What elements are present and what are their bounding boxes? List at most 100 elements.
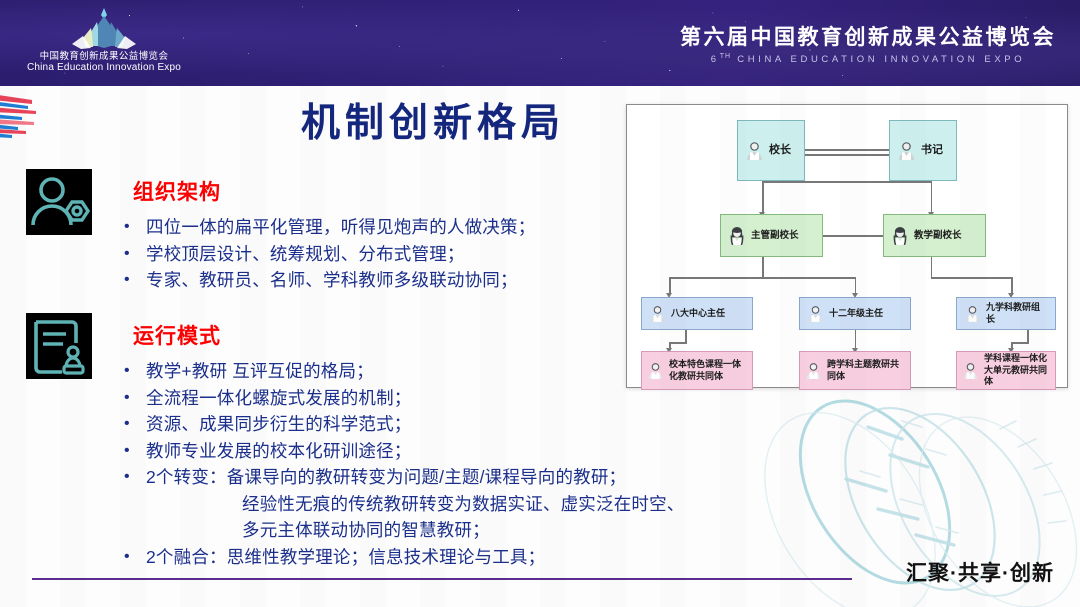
page-title: 机制创新格局 [300, 102, 565, 145]
list-item: • 教学+教研 互评互促的格局； [124, 358, 724, 385]
bullet-text: 教学+教研 互评互促的格局； [146, 361, 374, 381]
bullet-text: 经验性无痕的传统教研转变为数据实证、虚实泛在时空、 [242, 493, 685, 514]
expo-title-en: 6TH CHINA EDUCATION INNOVATION EXPO [680, 50, 1056, 67]
connector-subject-down-a [1027, 330, 1029, 343]
bullet-marker: • [124, 468, 130, 485]
avatar-male-icon [806, 363, 821, 379]
org-node-cross-subject-community[interactable]: 跨学科主题教研共同体 [799, 351, 911, 390]
document-person-icon [26, 313, 92, 379]
expo-title: 第六届中国教育创新成果公益博览会 6TH CHINA EDUCATION INN… [680, 26, 1056, 67]
section-heading-organization: 组织架构 [133, 181, 221, 204]
bullet-list-operating-mode: • 教学+教研 互评互促的格局； • 全流程一体化螺旋式发展的机制； • 资源、… [124, 358, 724, 570]
avatar-male-icon [963, 363, 978, 379]
org-node-center-director[interactable]: 八大中心主任 [641, 297, 753, 330]
org-node-label: 主管副校长 [751, 229, 799, 241]
list-item-continuation: 多元主体联动协同的智慧教研； [124, 517, 724, 544]
avatar-male-icon [648, 363, 663, 379]
bottom-divider [32, 577, 852, 580]
arrow-to-school-course-community [666, 348, 672, 353]
org-chart: 校长 书记 [626, 104, 1068, 390]
bullet-marker: • [124, 388, 130, 406]
expo-title-en-text: CHINA EDUCATION INNOVATION EXPO [737, 54, 1026, 66]
org-node-label: 八大中心主任 [671, 307, 726, 318]
org-node-label: 书记 [921, 143, 943, 156]
bullet-text: 学校顶层设计、统筹规划、分布式管理； [146, 243, 465, 264]
list-item: • 2个融合：思维性教学理论；信息技术理论与工具； [124, 544, 724, 571]
org-node-label: 教学副校长 [914, 229, 962, 241]
footer-slogan: 汇聚·共享·创新 [906, 562, 1054, 585]
bullet-marker: • [124, 244, 130, 262]
avatar-male-icon [650, 306, 665, 322]
org-node-subject-leader[interactable]: 九学科教研组长 [956, 297, 1056, 330]
connector-execvp-down [762, 257, 764, 279]
expo-logo: 中国教育创新成果公益博览会 China Education Innovation… [14, 4, 194, 84]
bullet-marker: • [124, 271, 130, 288]
org-chart-canvas: 校长 书记 [627, 105, 1067, 390]
connector-level2-bus-left [669, 277, 856, 279]
bullet-text: 专家、教研员、名师、学科教师多级联动协同； [146, 270, 518, 290]
bullet-text: 四位一体的扁平化管理，听得见炮声的人做决策； [146, 217, 536, 237]
connector-to-center-director [669, 277, 671, 295]
connector-center-down-a [685, 330, 687, 343]
starfield-decoration [0, 0, 1080, 86]
org-node-school-course-community[interactable]: 校本特色课程一体化教研共同体 [641, 351, 753, 390]
org-node-label: 校长 [769, 143, 791, 156]
list-item: • 专家、教研员、名师、学科教师多级联动协同； [124, 267, 644, 294]
arrow-to-grade-director [851, 293, 858, 298]
org-node-secretary[interactable]: 书记 [889, 120, 957, 181]
list-item: • 四位一体的扁平化管理，听得见炮声的人做决策； [124, 214, 644, 241]
expo-title-cn: 第六届中国教育创新成果公益博览会 [680, 26, 1056, 49]
list-item-continuation: 经验性无痕的传统教研转变为数据实证、虚实泛在时空、 [124, 491, 724, 518]
org-node-exec-vp[interactable]: 主管副校长 [720, 214, 823, 257]
bullet-marker: • [124, 441, 130, 459]
bullet-marker: • [124, 415, 130, 432]
connector-to-subject-leader [1011, 277, 1013, 295]
connector-teachingvp-down [930, 257, 932, 277]
org-node-grade-director[interactable]: 十二年级主任 [799, 297, 911, 330]
connector-grade-down [854, 330, 856, 350]
list-item: • 学校顶层设计、统筹规划、分布式管理； [124, 241, 644, 268]
bullet-text: 全流程一体化螺旋式发展的机制； [146, 387, 412, 408]
avatar-male-icon [808, 306, 823, 322]
connector-center-jog [669, 342, 687, 344]
bullet-marker: • [124, 218, 130, 235]
org-node-teaching-vp[interactable]: 教学副校长 [883, 214, 986, 257]
ring-decoration-icon [750, 387, 1080, 607]
slide-header: 中国教育创新成果公益博览会 China Education Innovation… [0, 0, 1080, 86]
connector-execvp-teachingvp [823, 235, 883, 237]
avatar-male-icon [899, 142, 914, 160]
expo-logo-en: China Education Innovation Expo [26, 62, 182, 73]
arrow-to-center-director [666, 293, 672, 298]
org-node-label: 跨学科主题教研共同体 [827, 359, 900, 381]
org-node-principal[interactable]: 校长 [737, 120, 805, 181]
bullet-text: 多元主体联动协同的智慧教研； [242, 520, 490, 540]
bullet-list-organization: • 四位一体的扁平化管理，听得见炮声的人做决策； • 学校顶层设计、统筹规划、分… [124, 214, 644, 294]
arrow-to-cross-subject-community [851, 348, 858, 353]
org-node-subject-unit-community[interactable]: 学科课程一体化大单元教研共同体 [956, 351, 1056, 390]
connector-level1-bus [762, 181, 932, 183]
connector-center-down-b [669, 342, 671, 350]
bullet-marker: • [124, 362, 130, 379]
ribbon-decoration-icon [0, 88, 48, 158]
arrow-to-subject-leader [1008, 293, 1014, 298]
org-node-label: 九学科教研组长 [986, 302, 1041, 324]
bullet-text: 2个融合：思维性教学理论；信息技术理论与工具； [146, 546, 546, 567]
list-item: • 资源、成果同步衍生的科学范式； [124, 411, 724, 438]
org-node-label: 校本特色课程一体化教研共同体 [669, 359, 742, 381]
arrow-to-subject-unit-community [1008, 348, 1014, 353]
expo-title-en-sup: TH [719, 53, 732, 60]
avatar-female-icon [893, 226, 907, 245]
avatar-female-icon [730, 226, 744, 245]
avatar-male-icon [747, 142, 762, 160]
bullet-text: 教师专业发展的校本化研训途径； [146, 440, 412, 461]
connector-secretary-down [930, 181, 932, 214]
person-gear-icon [26, 169, 92, 235]
connector-principal-secretary-a [805, 149, 889, 151]
list-item: • 2个转变：备课导向的教研转变为问题/主题/课程导向的教研； [124, 464, 724, 491]
connector-subject-jog [1011, 342, 1029, 344]
section-heading-operating-mode: 运行模式 [133, 325, 221, 348]
connector-principal-secretary-b [805, 154, 889, 156]
lotus-logo-icon [69, 6, 139, 50]
bullet-text: 资源、成果同步衍生的科学范式； [146, 414, 412, 434]
